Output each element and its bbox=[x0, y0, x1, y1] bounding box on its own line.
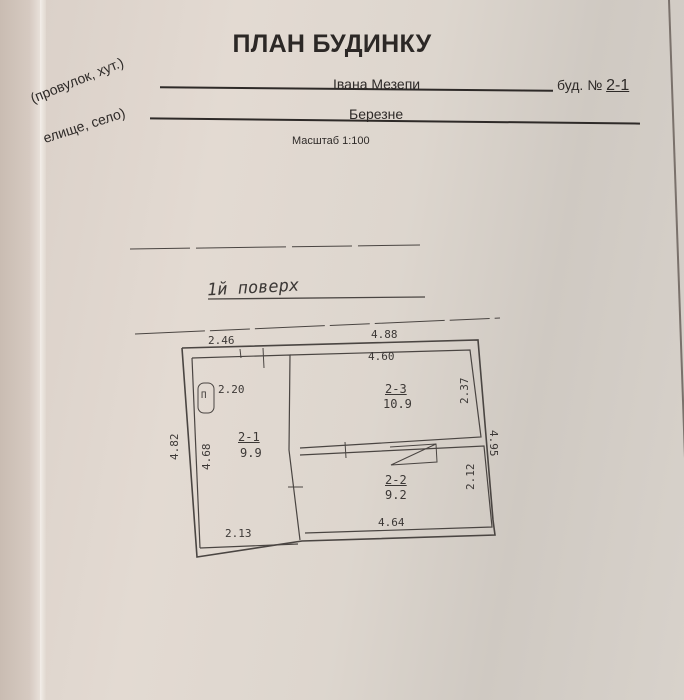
building-number-field: буд. № 2-1 bbox=[557, 77, 629, 95]
scale-label: Масштаб 1:100 bbox=[292, 135, 370, 147]
room-2-3-length: 2.37 bbox=[458, 377, 471, 405]
dim-top-right: 4.88 bbox=[371, 328, 398, 341]
room-2-1-width: 2.13 bbox=[225, 527, 252, 540]
building-number: 2-1 bbox=[606, 77, 630, 94]
adjacent-page-strip bbox=[0, 0, 46, 700]
room-2-1-note: 2.20 bbox=[218, 383, 245, 396]
page-title: ПЛАН БУДИНКУ bbox=[232, 30, 432, 58]
settlement-value: Березне bbox=[349, 106, 404, 122]
stove-icon: П bbox=[201, 391, 207, 401]
room-2-3-width: 4.60 bbox=[368, 350, 395, 363]
dim-left: 4.82 bbox=[168, 433, 181, 461]
room-2-2-id: 2-2 bbox=[385, 473, 407, 487]
room-2-3-area: 10.9 bbox=[383, 397, 412, 411]
room-2-2-area: 9.2 bbox=[385, 488, 407, 502]
room-2-1-length: 4.68 bbox=[200, 443, 213, 471]
room-2-2-width: 4.64 bbox=[378, 516, 405, 529]
dim-right: 4.95 bbox=[487, 430, 500, 457]
room-2-3-id: 2-3 bbox=[385, 382, 407, 396]
street-value: Івана Мезепи bbox=[333, 76, 421, 92]
room-2-1-area: 9.9 bbox=[240, 446, 262, 460]
dim-top-left: 2.46 bbox=[208, 334, 235, 347]
room-2-1-id: 2-1 bbox=[238, 430, 260, 444]
building-label: буд. № bbox=[557, 77, 603, 93]
room-2-2-length: 2.12 bbox=[464, 463, 477, 491]
